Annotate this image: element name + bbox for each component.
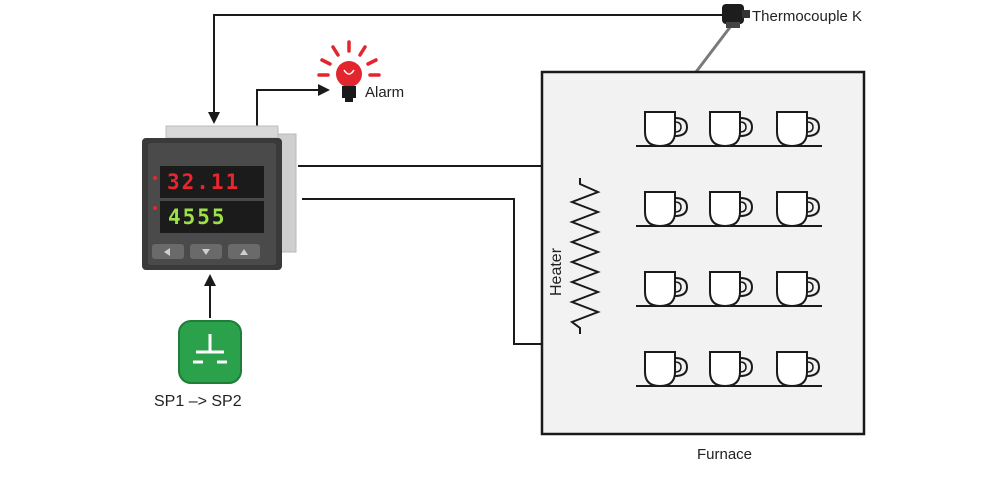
alarm-wire — [256, 89, 318, 126]
furnace-box — [540, 70, 866, 436]
cup-icon — [709, 191, 754, 228]
heater-label: Heater — [548, 247, 565, 296]
temperature-controller — [142, 125, 297, 270]
arrow-to-alarm — [318, 84, 330, 96]
cup-icon — [776, 271, 821, 308]
thermocouple-wire — [213, 14, 727, 114]
thermocouple-probe-icon — [694, 4, 750, 73]
cup-icon — [644, 351, 689, 388]
arrow-switch-into-controller — [204, 274, 216, 286]
display-bottom-window — [160, 201, 264, 233]
cup-icon — [776, 111, 821, 148]
setpoint-switch-label: SP1 –> SP2 — [154, 393, 242, 410]
furnace-shelves — [636, 111, 822, 388]
cup-icon — [709, 111, 754, 148]
heater-power-wires — [298, 165, 581, 345]
cup-icon — [709, 351, 754, 388]
alarm-bulb-icon — [317, 40, 381, 102]
cup-icon — [644, 191, 689, 228]
cup-icon — [776, 191, 821, 228]
alarm-label: Alarm — [365, 84, 405, 101]
push-button-icon[interactable] — [178, 320, 242, 384]
arrow-into-controller — [208, 112, 220, 124]
cup-icon — [644, 111, 689, 148]
display-top-window — [160, 166, 264, 198]
display-bottom-value: 4555 — [168, 205, 227, 229]
heater-coil-icon — [569, 178, 601, 334]
furnace-label: Furnace — [697, 446, 753, 463]
display-top-value: 32.11 — [167, 170, 241, 194]
cup-icon — [644, 271, 689, 308]
thermocouple-label: Thermocouple K — [752, 8, 863, 25]
cup-icon — [709, 271, 754, 308]
cup-icon — [776, 351, 821, 388]
